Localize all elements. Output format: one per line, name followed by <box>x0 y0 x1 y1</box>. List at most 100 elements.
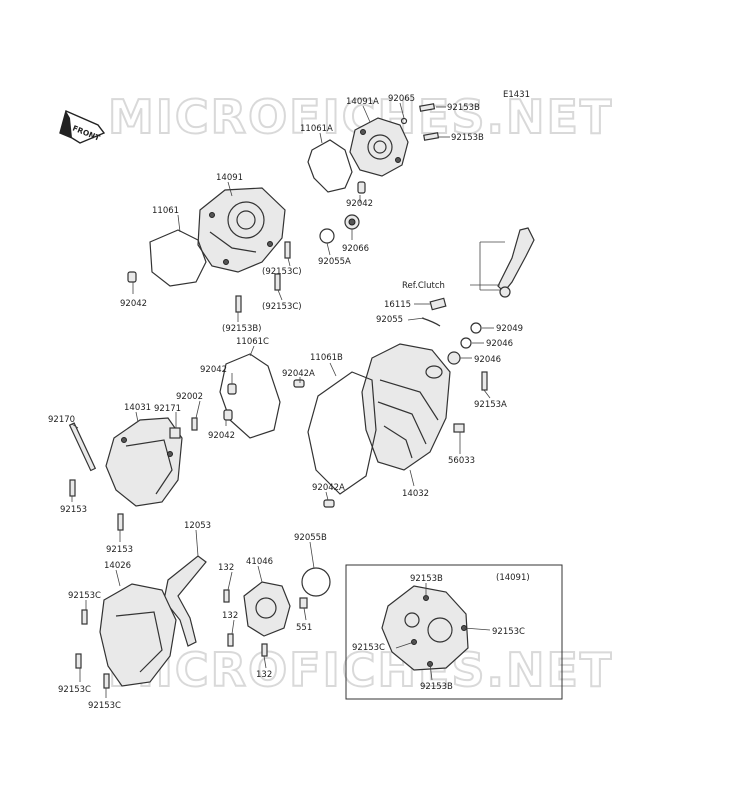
label-92153b-top: 92153B <box>447 103 480 113</box>
dowel-92042a-a <box>293 379 305 388</box>
label-14032: 14032 <box>402 489 429 499</box>
label-92049: 92049 <box>496 324 523 334</box>
label-132-c: 132 <box>256 670 272 680</box>
label-92065: 92065 <box>388 94 415 104</box>
inset-title: (14091) <box>496 573 530 583</box>
bolt-92153c-l3 <box>103 673 110 689</box>
label-92002: 92002 <box>176 392 203 402</box>
plug-551 <box>299 597 308 609</box>
label-92153-a: 92153 <box>60 505 87 515</box>
label-14026: 14026 <box>104 561 131 571</box>
bolt-92153-b <box>117 513 124 531</box>
label-12053: 12053 <box>184 521 211 531</box>
label-92042-d: 92042 <box>208 431 235 441</box>
label-92055a: 92055A <box>318 257 351 267</box>
label-92042a-a: 92042A <box>282 369 315 379</box>
label-ref-clutch[interactable]: Ref.Clutch <box>402 281 445 291</box>
leader-lines <box>71 102 505 698</box>
label-92153b-p: (92153B) <box>222 324 262 334</box>
stud-92002 <box>191 417 198 431</box>
label-92046-b: 92046 <box>474 355 501 365</box>
bolt-132-c <box>261 643 268 657</box>
label-11061b: 11061B <box>310 353 343 363</box>
oring-92055 <box>421 317 441 327</box>
gasket-11061a <box>307 139 353 193</box>
washer-92049 <box>470 322 482 334</box>
part-14091a-cover <box>349 117 409 177</box>
label-92066: 92066 <box>342 244 369 254</box>
label-92042-a: 92042 <box>346 199 373 209</box>
label-92055: 92055 <box>376 315 403 325</box>
bolt-92153c-l1 <box>81 609 88 625</box>
watermark-bottom: MICROFICHES.NET <box>108 643 613 697</box>
label-551: 551 <box>296 623 312 633</box>
rod-92170 <box>68 422 97 472</box>
bolt-92153c-p1 <box>284 241 291 259</box>
clamp-92171 <box>169 427 181 439</box>
label-92171: 92171 <box>154 404 181 414</box>
bolt-92153b-top <box>400 103 440 141</box>
label-92153-b: 92153 <box>106 545 133 555</box>
seal-92066 <box>344 214 360 230</box>
bolt-92153-a <box>69 479 76 497</box>
label-92153a: 92153A <box>474 400 507 410</box>
label-92042-c: 92042 <box>200 365 227 375</box>
part-41046-housing <box>243 581 291 637</box>
seal-92046-b <box>447 351 461 365</box>
clutch-lever <box>497 227 535 298</box>
gasket-11061 <box>149 229 207 287</box>
label-92153c-l1: 92153C <box>68 591 101 601</box>
label-92153c-i1: 92153C <box>492 627 525 637</box>
bolt-92153c-l2 <box>75 653 82 669</box>
dowel-92042-d <box>223 409 233 421</box>
part-14091-cover <box>197 187 286 273</box>
label-11061: 11061 <box>152 206 179 216</box>
part-14032-cover <box>361 343 451 471</box>
inset-cover-14091 <box>381 585 469 671</box>
label-14091: 14091 <box>216 173 243 183</box>
inset-box <box>345 564 563 700</box>
dowel-92042a-b <box>323 499 335 508</box>
gasket-11061b <box>307 371 377 495</box>
label-92153c-i2: 92153C <box>352 643 385 653</box>
label-14031: 14031 <box>124 403 151 413</box>
gasket-11061c <box>219 353 281 439</box>
bolt-132-a <box>223 589 230 603</box>
oring-92055a <box>319 228 335 244</box>
label-92153c-l3: 92153C <box>88 701 121 711</box>
bolt-92153b-p <box>235 295 242 313</box>
label-92153b-i2: 92153B <box>420 682 453 692</box>
label-41046: 41046 <box>246 557 273 567</box>
label-92046-a: 92046 <box>486 339 513 349</box>
bolt-92153c-p2 <box>274 273 281 291</box>
part-14031-cover <box>105 417 183 507</box>
label-56033: 56033 <box>448 456 475 466</box>
front-arrow-icon: FRONT <box>59 110 106 144</box>
part-16115 <box>429 297 447 311</box>
label-11061a: 11061A <box>300 124 333 134</box>
part-14026-cover <box>99 583 177 687</box>
label-92153b-top2: 92153B <box>451 133 484 143</box>
plug-56033 <box>453 423 465 433</box>
part-12053-bracket <box>163 555 207 647</box>
label-11061c: 11061C <box>236 337 269 347</box>
label-92153b-i1: 92153B <box>410 574 443 584</box>
label-14091a: 14091A <box>346 97 379 107</box>
label-132-b: 132 <box>222 611 238 621</box>
dowel-92042-a <box>357 181 366 194</box>
dowel-92042-c <box>227 383 237 395</box>
label-92153c-p1: (92153C) <box>262 267 302 277</box>
diagram-code: E1431 <box>503 90 530 100</box>
label-92170: 92170 <box>48 415 75 425</box>
label-92153c-p2: (92153C) <box>262 302 302 312</box>
dowel-92042-b <box>127 271 137 283</box>
label-92153c-l2: 92153C <box>58 685 91 695</box>
bolt-132-b <box>227 633 234 647</box>
washer-92046-a <box>460 337 472 349</box>
label-92055b: 92055B <box>294 533 327 543</box>
label-92042-b: 92042 <box>120 299 147 309</box>
label-92042a-b: 92042A <box>312 483 345 493</box>
bolt-92153a <box>481 371 488 391</box>
label-16115: 16115 <box>384 300 411 310</box>
